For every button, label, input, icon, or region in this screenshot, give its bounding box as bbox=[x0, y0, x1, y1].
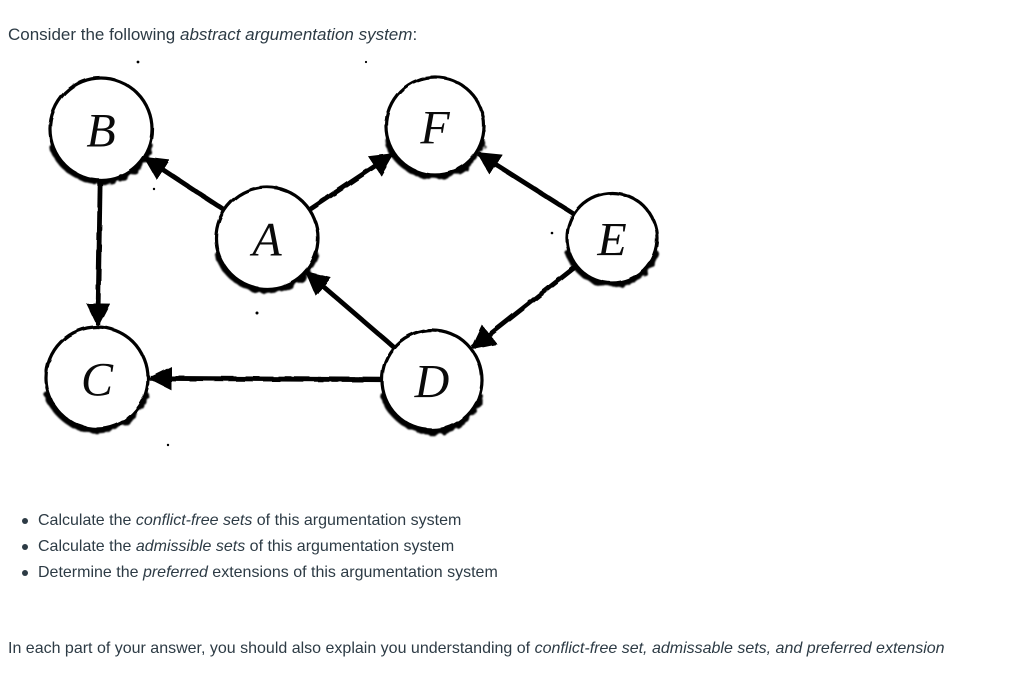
node-label-A: A bbox=[249, 214, 282, 267]
scan-speck bbox=[152, 187, 156, 191]
task-item-conflict-free: Calculate the conflict-free sets of this… bbox=[16, 508, 498, 534]
bullet-icon bbox=[22, 544, 28, 550]
bullet-icon bbox=[22, 518, 28, 524]
footer-note: In each part of your answer, you should … bbox=[8, 638, 945, 660]
node-E bbox=[565, 191, 659, 285]
node-B bbox=[48, 76, 154, 182]
task-italic: preferred bbox=[142, 564, 208, 581]
scan-speck bbox=[255, 311, 259, 315]
node-label-B: B bbox=[86, 105, 115, 158]
bullet-icon bbox=[22, 570, 28, 576]
node-label-E: E bbox=[596, 214, 626, 267]
task-text: Determine the preferred extensions of th… bbox=[38, 560, 498, 586]
intro-suffix: : bbox=[412, 25, 418, 44]
footer-prefix: In each part of your answer, you should … bbox=[8, 640, 535, 657]
task-suffix: of this argumentation system bbox=[245, 538, 455, 555]
task-italic: admissible sets bbox=[135, 538, 246, 555]
intro-prefix: Consider the following bbox=[8, 25, 180, 44]
question-intro: Consider the following abstract argument… bbox=[8, 24, 417, 46]
edge-E-attacks-F bbox=[476, 151, 577, 218]
layer-labels: B F A E C D bbox=[81, 102, 627, 409]
task-prefix: Calculate the bbox=[38, 538, 136, 555]
task-text: Calculate the conflict-free sets of this… bbox=[38, 508, 461, 534]
scan-speck bbox=[550, 231, 554, 235]
layer-scan-specks bbox=[136, 60, 554, 447]
edge-B-attacks-C bbox=[86, 177, 111, 328]
node-label-F: F bbox=[419, 102, 450, 155]
task-suffix: of this argumentation system bbox=[252, 512, 462, 529]
task-text: Calculate the admissible sets of this ar… bbox=[38, 534, 454, 560]
edge-E-attacks-D bbox=[470, 262, 580, 350]
node-label-C: C bbox=[81, 354, 114, 407]
scan-speck bbox=[136, 60, 140, 64]
task-prefix: Determine the bbox=[38, 564, 143, 581]
edge-A-attacks-B bbox=[143, 156, 228, 214]
edge-D-attacks-C bbox=[147, 366, 385, 391]
node-F bbox=[384, 75, 486, 177]
edge-D-attacks-A bbox=[305, 270, 398, 351]
task-italic: conflict-free sets bbox=[135, 512, 253, 529]
layer-circles bbox=[44, 75, 659, 432]
layer-edges bbox=[86, 151, 580, 391]
task-prefix: Calculate the bbox=[38, 512, 136, 529]
edge-A-attacks-F bbox=[306, 152, 395, 213]
task-item-admissible: Calculate the admissible sets of this ar… bbox=[16, 534, 498, 560]
task-suffix: extensions of this argumentation system bbox=[207, 564, 498, 581]
scan-speck bbox=[166, 443, 170, 447]
node-A bbox=[214, 185, 320, 291]
footer-italic: conflict-free set, admissable sets, and … bbox=[534, 640, 945, 657]
task-item-preferred: Determine the preferred extensions of th… bbox=[16, 560, 498, 586]
task-list: Calculate the conflict-free sets of this… bbox=[16, 508, 498, 586]
scan-speck bbox=[364, 60, 368, 64]
intro-italic: abstract argumentation system bbox=[179, 25, 413, 44]
node-C bbox=[44, 325, 150, 431]
node-label-D: D bbox=[414, 356, 450, 409]
node-D bbox=[380, 328, 484, 432]
